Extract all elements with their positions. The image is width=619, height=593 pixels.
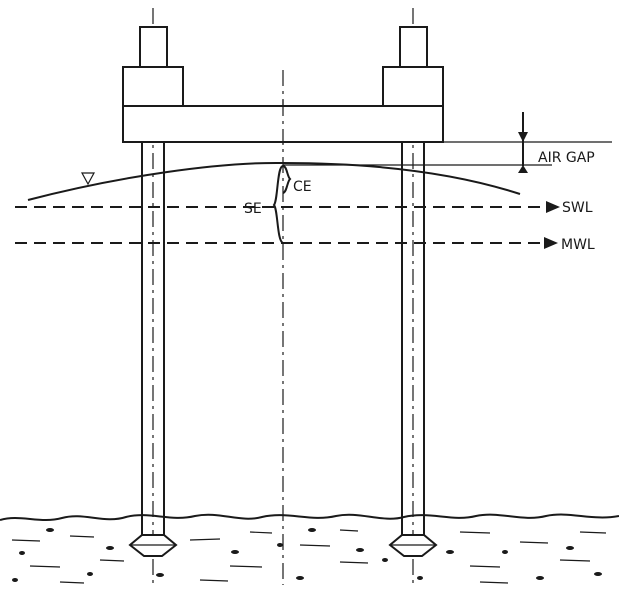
air-gap-label: AIR GAP <box>538 150 595 166</box>
se-label: SE <box>244 201 262 217</box>
air-gap-dimension <box>283 112 612 173</box>
se-brace <box>272 165 284 244</box>
right-jackhouse <box>382 66 444 108</box>
ce-brace <box>282 165 292 194</box>
left-jackhouse <box>122 66 184 108</box>
seabed <box>0 513 619 584</box>
left-leg-top <box>139 26 168 70</box>
mwl-label: MWL <box>561 237 595 253</box>
ce-label: CE <box>293 179 312 195</box>
water-level-symbol <box>80 172 96 186</box>
mwl-arrow <box>544 237 558 249</box>
left-leg <box>128 140 178 557</box>
right-leg-top <box>399 26 428 70</box>
right-leg <box>388 140 438 557</box>
swl-arrow <box>546 201 560 213</box>
swl-label: SWL <box>562 200 593 216</box>
wave-crest <box>27 161 521 201</box>
